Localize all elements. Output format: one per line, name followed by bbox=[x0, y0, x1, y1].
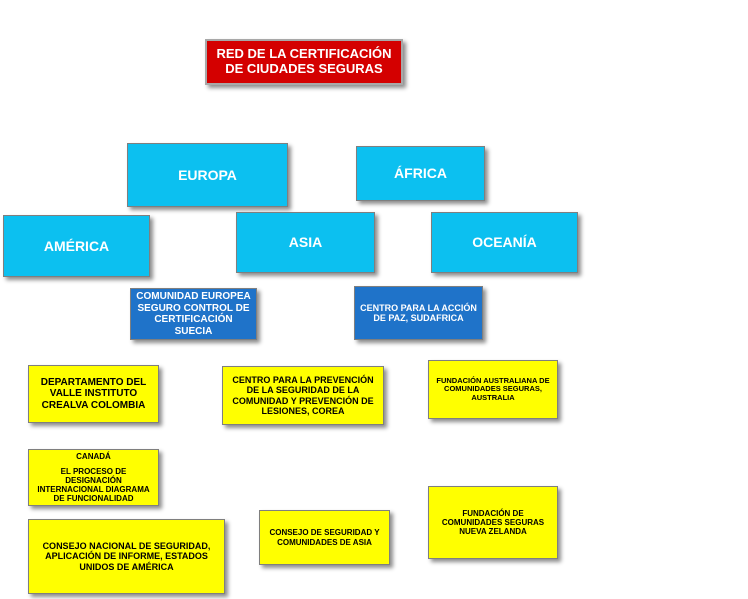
org-canada: CANADÁ EL PROCESO DE DESIGNACIÓN INTERNA… bbox=[28, 449, 159, 506]
org-valle-colombia: DEPARTAMENTO DEL VALLE INSTITUTO CREALVA… bbox=[28, 365, 159, 423]
org-canada-heading: CANADÁ bbox=[76, 451, 111, 461]
title-text: RED DE LA CERTIFICACIÓN DE CIUDADES SEGU… bbox=[216, 46, 392, 76]
org-australia-foundation-text: FUNDACIÓN AUSTRALIANA DE COMUNIDADES SEG… bbox=[436, 375, 550, 402]
org-europe-community-text: COMUNIDAD EUROPEA SEGURO CONTROL DE CERT… bbox=[136, 291, 251, 337]
org-canada-body: EL PROCESO DE DESIGNACIÓN INTERNACIONAL … bbox=[37, 466, 150, 504]
org-valle-colombia-text: DEPARTAMENTO DEL VALLE INSTITUTO CREALVA… bbox=[40, 376, 147, 411]
title-box: RED DE LA CERTIFICACIÓN DE CIUDADES SEGU… bbox=[205, 39, 403, 85]
org-europe-community: COMUNIDAD EUROPEA SEGURO CONTROL DE CERT… bbox=[130, 288, 257, 340]
continent-america: AMÉRICA bbox=[3, 215, 150, 277]
continent-europa: EUROPA bbox=[127, 143, 288, 207]
org-usa-council: CONSEJO NACIONAL DE SEGURIDAD, APLICACIÓ… bbox=[28, 519, 225, 594]
continent-asia-label: ASIA bbox=[288, 234, 323, 251]
continent-america-label: AMÉRICA bbox=[43, 237, 110, 254]
continent-oceania-label: OCEANÍA bbox=[472, 234, 537, 251]
continent-africa: ÁFRICA bbox=[356, 146, 485, 201]
org-nz-foundation: FUNDACIÓN DE COMUNIDADES SEGURAS NUEVA Z… bbox=[428, 486, 558, 559]
org-africa-peace: CENTRO PARA LA ACCIÓN DE PAZ, SUDAFRICA bbox=[354, 286, 483, 340]
org-nz-foundation-text: FUNDACIÓN DE COMUNIDADES SEGURAS NUEVA Z… bbox=[441, 508, 545, 537]
org-asia-council: CONSEJO DE SEGURIDAD Y COMUNIDADES DE AS… bbox=[259, 510, 390, 565]
continent-europa-label: EUROPA bbox=[178, 166, 237, 183]
org-africa-peace-text: CENTRO PARA LA ACCIÓN DE PAZ, SUDAFRICA bbox=[360, 302, 477, 323]
continent-africa-label: ÁFRICA bbox=[394, 165, 447, 182]
continent-asia: ASIA bbox=[236, 212, 375, 273]
org-australia-foundation: FUNDACIÓN AUSTRALIANA DE COMUNIDADES SEG… bbox=[428, 360, 558, 419]
org-korea-center-text: CENTRO PARA LA PREVENCIÓN DE LA SEGURIDA… bbox=[232, 374, 374, 416]
org-usa-council-text: CONSEJO NACIONAL DE SEGURIDAD, APLICACIÓ… bbox=[42, 540, 211, 572]
org-korea-center: CENTRO PARA LA PREVENCIÓN DE LA SEGURIDA… bbox=[222, 366, 384, 425]
org-asia-council-text: CONSEJO DE SEGURIDAD Y COMUNIDADES DE AS… bbox=[269, 528, 380, 547]
continent-oceania: OCEANÍA bbox=[431, 212, 578, 273]
